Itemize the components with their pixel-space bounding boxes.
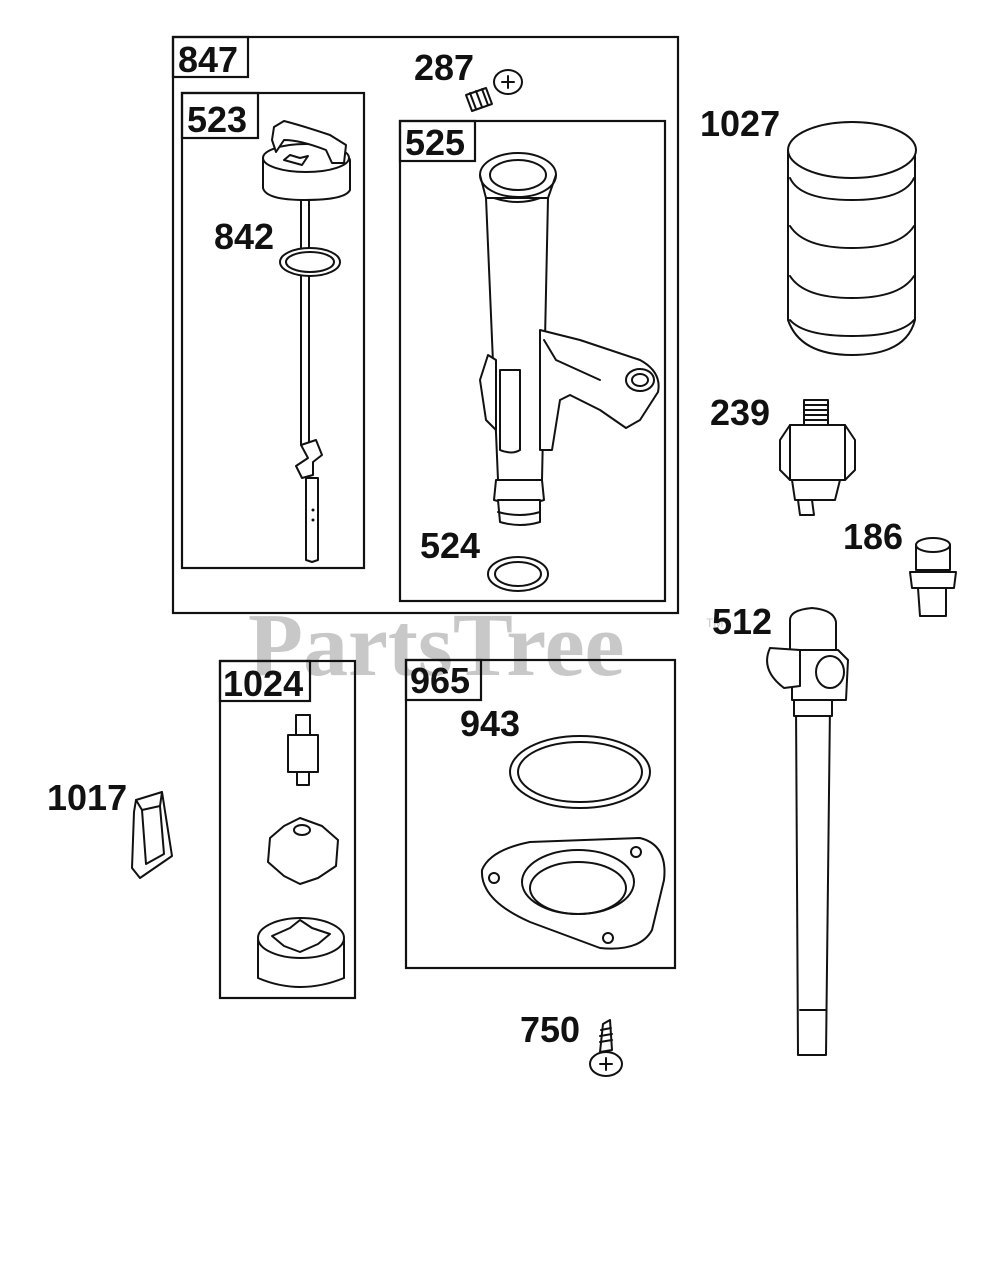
part-label-965[interactable]: 965 <box>410 660 470 701</box>
part-label-750[interactable]: 750 <box>520 1009 580 1050</box>
bolt-287-part[interactable] <box>465 69 523 112</box>
part-label-842[interactable]: 842 <box>214 216 274 257</box>
part-label-523[interactable]: 523 <box>187 99 247 140</box>
oil-fill-tube-part[interactable] <box>479 152 660 526</box>
dipstick-blade-part[interactable] <box>295 199 323 563</box>
kit-box-523 <box>180 91 366 570</box>
pump-cover-965-part[interactable] <box>480 837 666 950</box>
o-ring-842-part[interactable] <box>279 247 341 277</box>
oil-filter-part[interactable] <box>787 121 917 356</box>
part-label-525[interactable]: 525 <box>405 122 465 163</box>
watermark-tm: TM <box>706 616 723 630</box>
kit-label-box-847 <box>171 35 250 79</box>
kit-box-847 <box>171 35 680 615</box>
kit-label-box-525 <box>398 119 477 163</box>
dipstick-cap-part[interactable] <box>262 120 351 201</box>
part-label-943[interactable]: 943 <box>460 703 520 744</box>
screen-1017-part[interactable] <box>131 791 173 879</box>
oil-pump-shaft-part[interactable] <box>287 714 319 786</box>
oil-pump-rotor-outer-part[interactable] <box>257 917 345 988</box>
part-label-287[interactable]: 287 <box>414 47 474 88</box>
kit-box-965 <box>404 658 677 970</box>
screw-750-part[interactable] <box>589 1019 623 1077</box>
part-label-1017[interactable]: 1017 <box>47 777 127 818</box>
part-label-512[interactable]: 512 <box>712 601 772 642</box>
part-label-847[interactable]: 847 <box>178 39 238 80</box>
gasket-943-part[interactable] <box>509 735 651 809</box>
kit-label-box-1024 <box>218 659 312 703</box>
part-label-1024[interactable]: 1024 <box>223 663 303 704</box>
dipstick-tube-512-part[interactable] <box>766 607 849 1056</box>
oil-pump-rotor-inner-part[interactable] <box>267 817 339 885</box>
part-label-239[interactable]: 239 <box>710 392 770 433</box>
kit-box-525 <box>398 119 667 603</box>
kit-label-box-523 <box>180 91 260 140</box>
part-label-1027[interactable]: 1027 <box>700 103 780 144</box>
part-label-524[interactable]: 524 <box>420 525 480 566</box>
fitting-186-part[interactable] <box>909 537 957 617</box>
part-label-186[interactable]: 186 <box>843 516 903 557</box>
oil-pressure-switch-part[interactable] <box>779 399 856 516</box>
kit-label-box-965 <box>404 658 483 702</box>
seal-ring-524-part[interactable] <box>487 556 549 592</box>
